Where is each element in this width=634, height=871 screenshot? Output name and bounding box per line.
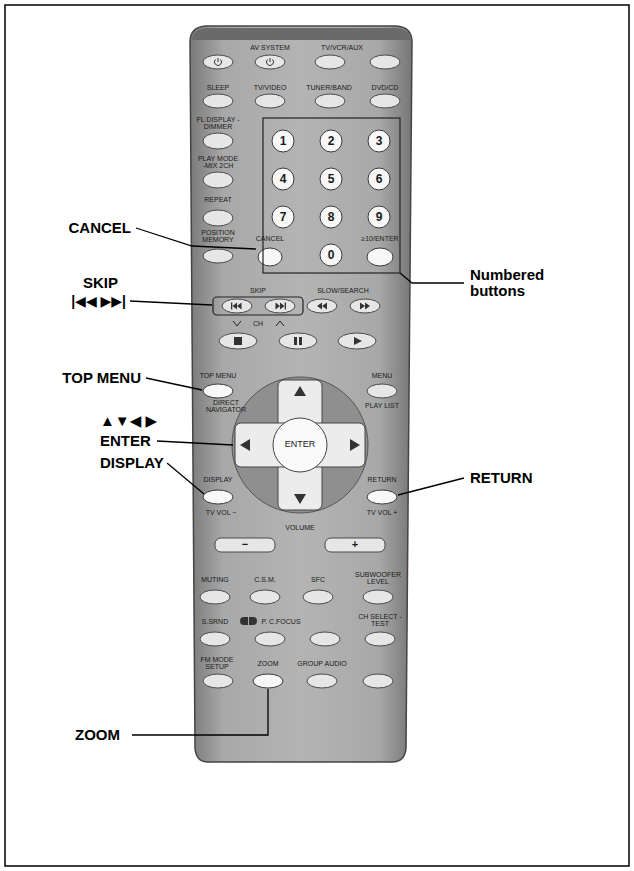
- button-label: TUNER/BAND: [306, 84, 352, 91]
- button-label: SLOW/SEARCH: [317, 287, 369, 294]
- frame: [5, 5, 629, 866]
- button-label: PLAY MODE -MIX 2CH: [196, 155, 240, 170]
- remote-body: [190, 26, 412, 762]
- button-number: 9: [376, 211, 383, 224]
- button-label: DIRECT NAVIGATOR: [201, 399, 251, 414]
- callout-label: DISPLAY: [100, 455, 164, 471]
- button-label: MENU: [372, 372, 393, 379]
- button-label: SFC: [311, 576, 325, 583]
- button-label: MUTING: [201, 576, 229, 583]
- button-label: TOP MENU: [200, 372, 237, 379]
- button-label: DVD/CD: [372, 84, 399, 91]
- button-label: AV SYSTEM: [250, 44, 290, 51]
- button-label: FM MODE SETUP: [197, 656, 237, 671]
- button-label: +: [352, 539, 358, 551]
- button-label: SLEEP: [207, 84, 230, 91]
- button-label: SUBWOOFER LEVEL: [355, 571, 401, 586]
- button-number: 4: [280, 173, 287, 186]
- button-label: P. C.FOCUS: [261, 618, 300, 625]
- button-label: ≥10/ENTER: [361, 235, 398, 242]
- button-label: TV/VIDEO: [254, 84, 287, 91]
- callout-label: SKIP: [83, 275, 118, 291]
- callout-label: RETURN: [470, 470, 533, 486]
- callout-label: CANCEL: [69, 220, 132, 236]
- leader-lines: [130, 228, 464, 735]
- button-label: CANCEL: [256, 235, 284, 242]
- buttons: [200, 55, 400, 688]
- button-number: 8: [328, 211, 335, 224]
- button-label: FL DISPLAY -DIMMER: [196, 116, 240, 131]
- ir-window: [192, 28, 410, 40]
- button-label: GROUP AUDIO: [297, 660, 346, 667]
- button-number: 3: [376, 135, 383, 148]
- button-label: TV VOL −: [206, 509, 237, 516]
- button-icons: [215, 58, 371, 625]
- button-label: POSITION MEMORY: [196, 229, 240, 244]
- button-label: PLAY LIST: [365, 402, 399, 409]
- button-label: ZOOM: [258, 660, 279, 667]
- callout-label: |◀◀ ▶▶|: [71, 294, 126, 309]
- button-number: 2: [328, 135, 335, 148]
- button-label: TV/VCR/AUX: [321, 44, 363, 51]
- button-number: 6: [376, 173, 383, 186]
- callout-label: TOP MENU: [62, 370, 141, 386]
- button-number: 5: [328, 173, 335, 186]
- button-label: CH: [253, 320, 263, 327]
- button-number: 1: [280, 135, 287, 148]
- button-label: DISPLAY: [203, 476, 232, 483]
- button-label: −: [242, 539, 248, 551]
- callout-label: ▲▼◀ ▶: [100, 413, 157, 429]
- button-label: S.SRND: [202, 618, 228, 625]
- callout-label: ENTER: [100, 433, 151, 449]
- button-label: VOLUME: [285, 524, 315, 531]
- callout-label: Numbered buttons: [470, 267, 570, 299]
- button-label: RETURN: [367, 476, 396, 483]
- button-number: 7: [280, 211, 287, 224]
- button-label: TV VOL +: [367, 509, 398, 516]
- button-label: ENTER: [285, 440, 316, 449]
- button-label: C.S.M.: [254, 576, 275, 583]
- button-number: 0: [328, 249, 335, 262]
- callout-label: ZOOM: [75, 727, 120, 743]
- button-label: SKIP: [250, 287, 266, 294]
- button-label: CH SELECT -TEST: [358, 613, 402, 628]
- button-label: REPEAT: [204, 196, 232, 203]
